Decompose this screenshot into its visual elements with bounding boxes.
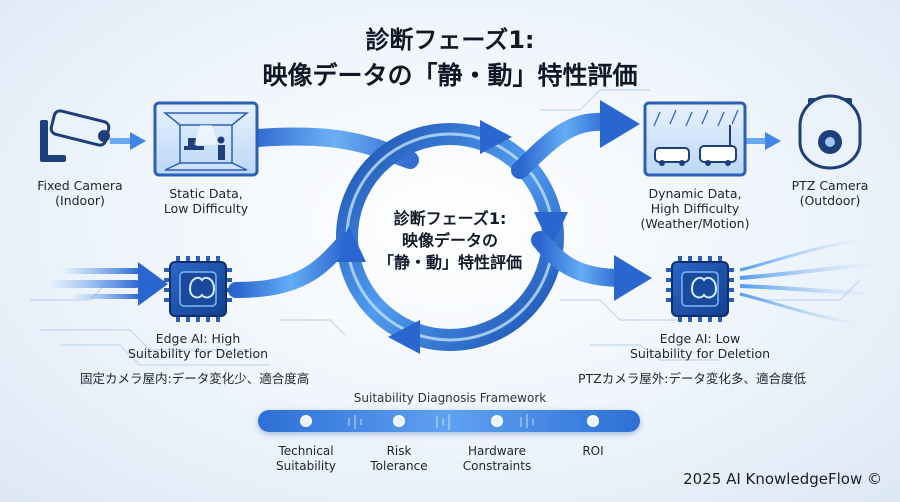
outgoing-data-streams xyxy=(739,238,876,326)
framework-bar xyxy=(258,410,640,432)
edge-ai-low-label-line-1: Edge AI: Low xyxy=(659,331,741,346)
ring-arrowhead-top xyxy=(480,120,512,154)
edge-ai-low-label-line-2: Suitability for Deletion xyxy=(629,346,771,361)
static-data-room-icon xyxy=(153,101,259,177)
marker-roi xyxy=(587,415,599,427)
connector-arrow-camera-to-static xyxy=(110,132,146,150)
arrowhead-to-edge-low xyxy=(614,255,652,301)
circuit-traces-right xyxy=(540,89,861,361)
framework-item-hardware-line-2: Constraints xyxy=(462,459,532,473)
framework-item-risk-line-1: Risk xyxy=(386,444,412,458)
static-data-label-line-2: Low Difficulty xyxy=(163,201,249,216)
marker-hardware xyxy=(491,415,503,427)
copyright-text: 2025 AI KnowledgeFlow © xyxy=(683,470,882,488)
dynamic-data-label: Dynamic Data, High Difficulty (Weather/M… xyxy=(630,186,760,231)
edge-ai-low-label: Edge AI: Low Suitability for Deletion xyxy=(620,331,780,361)
framework-item-risk: Risk Tolerance xyxy=(344,444,454,474)
title-line-1: 診断フェーズ1: xyxy=(365,26,535,54)
framework-item-hardware-line-1: Hardware xyxy=(468,444,526,458)
page-title: 診断フェーズ1: 映像データの「静・動」特性評価 xyxy=(0,22,900,94)
static-data-label: Static Data, Low Difficulty xyxy=(146,186,266,216)
center-line-3: 「静・動」特性評価 xyxy=(377,253,522,272)
marker-risk xyxy=(393,415,405,427)
dynamic-data-street-icon xyxy=(643,101,747,177)
connector-arrow-dynamic-to-ptz xyxy=(745,132,781,150)
static-data-label-line-1: Static Data, xyxy=(169,186,243,201)
title-line-2: 映像データの「静・動」特性評価 xyxy=(262,61,638,90)
incoming-data-streams xyxy=(48,262,168,306)
ptz-camera-icon xyxy=(798,94,862,170)
edge-ai-high-label: Edge AI: High Suitability for Deletion xyxy=(118,331,278,361)
framework-title: Suitability Diagnosis Framework xyxy=(353,391,547,405)
framework-item-technical-line-2: Suitability xyxy=(275,459,337,473)
flow-path-to-edge-low xyxy=(531,231,631,287)
ptz-camera-label-line-1: PTZ Camera xyxy=(791,178,869,193)
ptz-camera-label: PTZ Camera (Outdoor) xyxy=(770,178,890,208)
ptz-outdoor-note: PTZカメラ屋外:データ変化多、適合度低 xyxy=(578,371,806,386)
framework-item-technical-line-1: Technical xyxy=(278,444,334,458)
framework-item-roi-line-1: ROI xyxy=(582,444,604,458)
fixed-camera-label-line-1: Fixed Camera xyxy=(37,178,123,193)
framework-item-roi: ROI xyxy=(538,444,648,459)
flow-path-edge-high-to-ring xyxy=(228,232,354,298)
marker-technical xyxy=(300,415,312,427)
fixed-camera-icon xyxy=(40,109,111,162)
dynamic-data-label-line-2: High Difficulty xyxy=(650,201,740,216)
dynamic-data-label-line-3: (Weather/Motion) xyxy=(640,216,750,231)
edge-ai-chip-icon-low xyxy=(666,256,734,322)
center-line-1: 診断フェーズ1: xyxy=(393,209,507,228)
edge-ai-high-label-line-2: Suitability for Deletion xyxy=(127,346,269,361)
framework-item-technical: Technical Suitability xyxy=(251,444,361,474)
center-line-2: 映像データの xyxy=(401,231,498,250)
edge-ai-chip-icon-high xyxy=(164,256,232,322)
fixed-camera-label-line-2: (Indoor) xyxy=(55,193,105,208)
ring-arrowhead-bottom xyxy=(388,320,420,354)
ring-arrowhead-right xyxy=(534,212,568,248)
dynamic-data-label-line-1: Dynamic Data, xyxy=(648,186,742,201)
fixed-indoor-note: 固定カメラ屋内:データ変化少、適合度高 xyxy=(80,371,310,386)
fixed-camera-label: Fixed Camera (Indoor) xyxy=(20,178,140,208)
framework-bar-markers xyxy=(300,414,599,430)
framework-item-risk-line-2: Tolerance xyxy=(370,459,428,473)
edge-ai-high-label-line-1: Edge AI: High xyxy=(155,331,241,346)
arrowhead-to-dynamic xyxy=(600,100,640,148)
circuit-traces-left xyxy=(30,284,346,366)
framework-item-hardware: Hardware Constraints xyxy=(442,444,552,474)
center-phase-label: 診断フェーズ1: 映像データの 「静・動」特性評価 xyxy=(375,208,525,274)
ptz-camera-label-line-2: (Outdoor) xyxy=(799,193,861,208)
flow-path-to-dynamic xyxy=(511,112,619,179)
